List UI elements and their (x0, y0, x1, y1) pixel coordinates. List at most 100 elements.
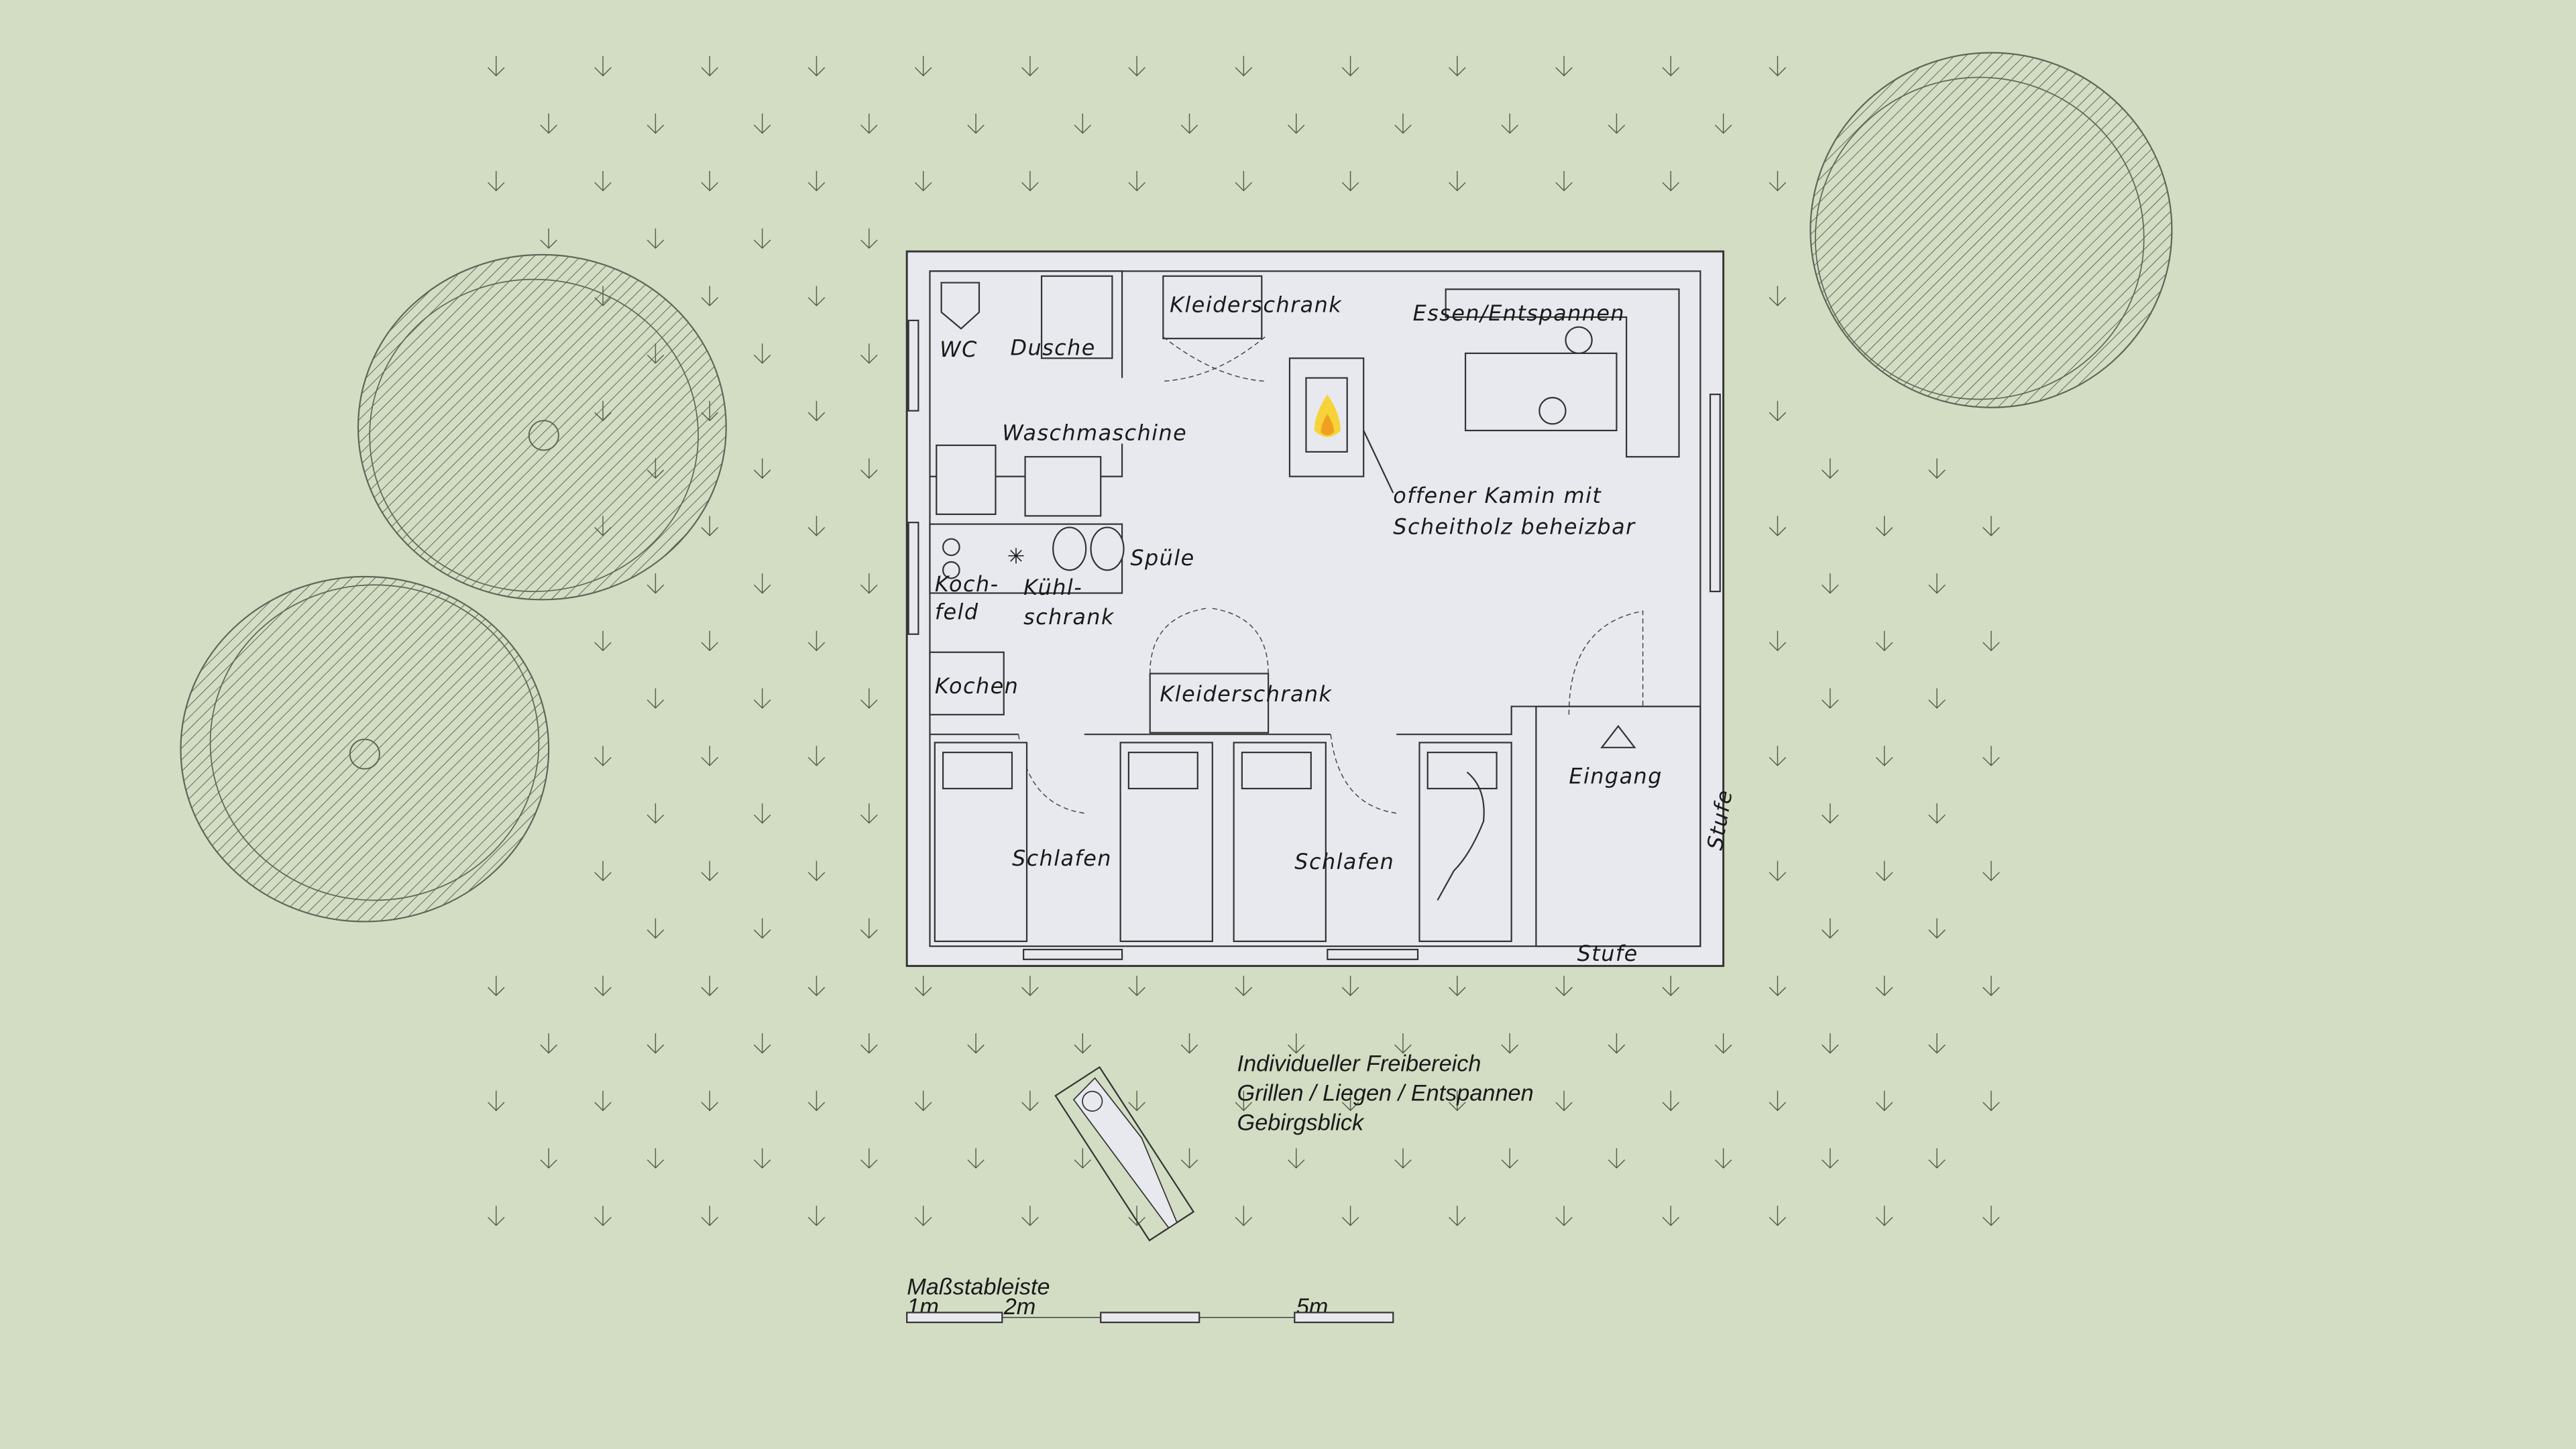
washing-machine (936, 444, 997, 516)
grass-mark-icon (1394, 1033, 1412, 1054)
scale-segment (1294, 1312, 1394, 1324)
label-fireplace-1: offener Kamin mit (1393, 483, 1602, 508)
grass-mark-icon (1449, 1206, 1466, 1226)
grass-mark-icon (1287, 1148, 1305, 1169)
outdoor-line-2: Grillen / Liegen / Entspannen (1237, 1080, 1534, 1106)
grass-mark-icon (647, 918, 665, 939)
grass-mark-icon (753, 1033, 771, 1054)
grass-mark-icon (1982, 976, 2000, 996)
grass-mark-icon (1555, 170, 1573, 192)
hob-burner-icon (942, 538, 960, 557)
grass-mark-icon (1662, 1206, 1680, 1226)
reclining-person-icon (1072, 1077, 1178, 1229)
kitchen-counter (929, 523, 1123, 594)
grass-mark-icon (1394, 1148, 1412, 1169)
grass-mark-icon (1822, 803, 1839, 824)
grass-mark-icon (647, 228, 665, 249)
grass-mark-icon (807, 746, 826, 766)
grass-mark-icon (1074, 1148, 1092, 1169)
grass-mark-icon (647, 1033, 665, 1054)
grass-mark-icon (753, 688, 771, 709)
door-swings (1018, 610, 1644, 814)
grass-mark-icon (540, 228, 557, 249)
grass-mark-icon (860, 1148, 878, 1169)
grass-mark-icon (701, 170, 719, 192)
grass-mark-icon (1822, 1033, 1839, 1054)
grass-mark-icon (701, 976, 719, 996)
dining-table (1464, 352, 1618, 432)
grass-mark-icon (1769, 1206, 1787, 1226)
grass-mark-icon (488, 170, 505, 192)
grass-mark-icon (1982, 1206, 2000, 1226)
sink-bowl-icon (1052, 526, 1087, 571)
grass-mark-icon (1341, 1206, 1359, 1226)
grass-mark-icon (753, 228, 771, 249)
grass-mark-icon (1555, 1206, 1573, 1226)
grass-mark-icon (1928, 803, 1946, 824)
grass-mark-icon (1128, 56, 1145, 76)
grass-mark-icon (1555, 1090, 1573, 1112)
grass-mark-icon (1501, 1033, 1518, 1054)
outdoor-line-3: Gebirgsblick (1237, 1110, 1365, 1136)
grass-mark-icon (1875, 630, 1893, 652)
grass-mark-icon (1180, 1148, 1198, 1169)
grass-mark-icon (701, 516, 719, 536)
grass-mark-icon (1822, 573, 1839, 594)
grass-mark-icon (1341, 170, 1359, 192)
grass-mark-icon (807, 976, 826, 996)
fire-flame-inner-icon (1321, 414, 1335, 436)
grass-mark-icon (594, 860, 612, 882)
window (1709, 394, 1721, 593)
wardrobe-door-swings (1149, 336, 1269, 674)
shower-tray (1040, 275, 1113, 359)
grass-mark-icon (1128, 170, 1145, 192)
grass-mark-icon (1822, 1148, 1839, 1169)
window (1023, 948, 1123, 960)
grass-mark-icon (753, 1148, 771, 1169)
grass-mark-icon (1662, 170, 1680, 192)
label-step-bottom: Stufe (1577, 941, 1638, 966)
grass-mark-icon (753, 113, 771, 134)
grass-mark-icon (647, 113, 665, 134)
grass-mark-icon (1555, 976, 1573, 996)
grass-mark-icon (488, 1206, 505, 1226)
grass-mark-icon (1341, 976, 1359, 996)
label-entrance: Eingang (1569, 764, 1663, 789)
pillow (942, 752, 1013, 790)
grass-mark-icon (594, 170, 612, 192)
grass-mark-icon (1128, 976, 1145, 996)
grass-mark-icon (860, 1033, 878, 1054)
grass-mark-icon (540, 1033, 557, 1054)
grass-mark-icon (807, 630, 826, 652)
grass-mark-icon (1982, 746, 2000, 766)
person-seated-icon (1538, 396, 1567, 425)
grass-mark-icon (1235, 976, 1253, 996)
grass-mark-icon (647, 573, 665, 594)
grass-mark-icon (1662, 1090, 1680, 1112)
grass-mark-icon (807, 170, 826, 192)
grass-mark-icon (1714, 1033, 1732, 1054)
grass-mark-icon (488, 976, 505, 996)
grass-mark-icon (594, 630, 612, 652)
grass-mark-icon (1982, 1090, 2000, 1112)
grass-mark-icon (1021, 1206, 1039, 1226)
grass-mark-icon (594, 56, 612, 76)
grass-mark-icon (1822, 458, 1839, 479)
grass-mark-icon (1769, 400, 1787, 422)
grass-mark-icon (1822, 688, 1839, 709)
pillow (1127, 752, 1198, 790)
grass-mark-icon (807, 56, 826, 76)
grass-mark-icon (1928, 1033, 1946, 1054)
scale-segment (906, 1312, 1003, 1324)
grass-mark-icon (1555, 56, 1573, 76)
window (1327, 948, 1419, 960)
pillow (1241, 752, 1312, 790)
label-fridge-2: schrank (1023, 604, 1115, 630)
grass-mark-icon (701, 56, 719, 76)
grass-mark-icon (1928, 688, 1946, 709)
grass-mark-icon (860, 113, 878, 134)
label-cooking: Kochen (935, 673, 1019, 699)
wardrobe-middle (1149, 673, 1270, 734)
grass-mark-icon (1875, 746, 1893, 766)
grass-mark-icon (1608, 113, 1626, 134)
